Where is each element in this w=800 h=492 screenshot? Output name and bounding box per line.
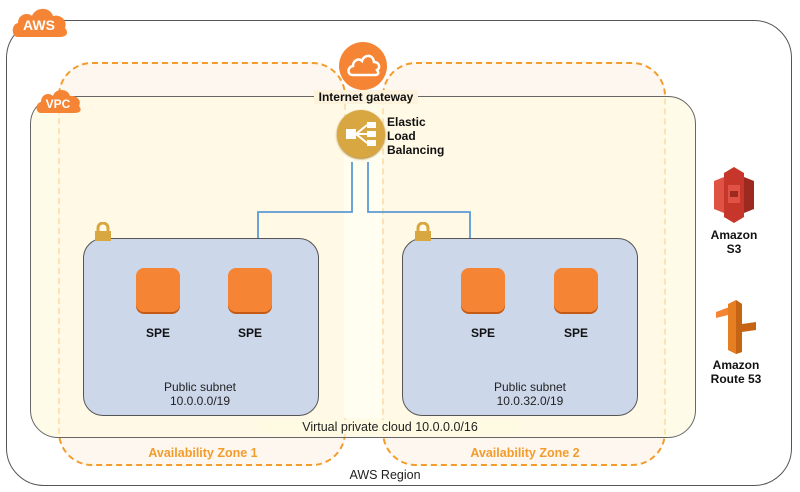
service-label-line: S3 bbox=[726, 242, 742, 256]
spe-label: SPE bbox=[145, 326, 170, 340]
elb-label-line: Balancing bbox=[387, 143, 445, 157]
spe-instance bbox=[554, 268, 598, 312]
service-label-line: Amazon bbox=[712, 358, 760, 372]
spe-instance bbox=[136, 268, 180, 312]
subnet-cidr: 10.0.0.0/19 bbox=[169, 394, 231, 408]
internet-gateway-node bbox=[339, 42, 387, 90]
spe-label: SPE bbox=[237, 326, 262, 340]
route53-icon bbox=[716, 300, 756, 359]
s3-bucket-icon bbox=[712, 167, 756, 228]
subnet-2-label: Public subnet 10.0.32.0/19 bbox=[470, 380, 590, 408]
aws-region-boundary bbox=[6, 20, 792, 486]
service-label-line: Amazon bbox=[710, 228, 758, 242]
gateway-column bbox=[344, 130, 382, 418]
aws-cloud-badge: AWS bbox=[10, 4, 68, 38]
route53-label: Amazon Route 53 bbox=[700, 358, 772, 386]
service-label-line: Route 53 bbox=[710, 372, 762, 386]
cloud-icon bbox=[12, 8, 68, 37]
spe-instance bbox=[228, 268, 272, 312]
subnet-cidr: 10.0.32.0/19 bbox=[496, 394, 564, 408]
vpc-label: Virtual private cloud 10.0.0.0/16 bbox=[260, 420, 520, 434]
vpc-badge-text: VPC bbox=[45, 97, 71, 111]
subnet-name: Public subnet bbox=[493, 380, 567, 394]
internet-gateway-label: Internet gateway bbox=[314, 90, 418, 104]
elastic-load-balancer-node bbox=[337, 110, 385, 158]
aws-badge-text: AWS bbox=[23, 17, 55, 33]
s3-label: Amazon S3 bbox=[700, 228, 768, 256]
availability-zone-2-label: Availability Zone 2 bbox=[470, 446, 580, 460]
elb-label: Elastic Load Balancing bbox=[387, 115, 444, 157]
lock-icon bbox=[93, 221, 113, 247]
vpc-cloud-badge: VPC bbox=[34, 86, 82, 114]
subnet-1-label: Public subnet 10.0.0.0/19 bbox=[140, 380, 260, 408]
availability-zone-1-label: Availability Zone 1 bbox=[148, 446, 258, 460]
public-subnet-2 bbox=[402, 238, 638, 416]
lock-icon bbox=[413, 221, 433, 247]
cloud-icon bbox=[347, 54, 381, 77]
spe-label: SPE bbox=[563, 326, 588, 340]
load-balancer-icon bbox=[346, 122, 376, 146]
spe-instance bbox=[461, 268, 505, 312]
cloud-icon bbox=[36, 90, 81, 113]
public-subnet-1 bbox=[83, 238, 319, 416]
subnet-name: Public subnet bbox=[163, 380, 237, 394]
elb-label-line: Load bbox=[387, 129, 416, 143]
aws-region-label: AWS Region bbox=[349, 468, 421, 482]
elb-label-line: Elastic bbox=[387, 115, 426, 129]
spe-label: SPE bbox=[470, 326, 495, 340]
